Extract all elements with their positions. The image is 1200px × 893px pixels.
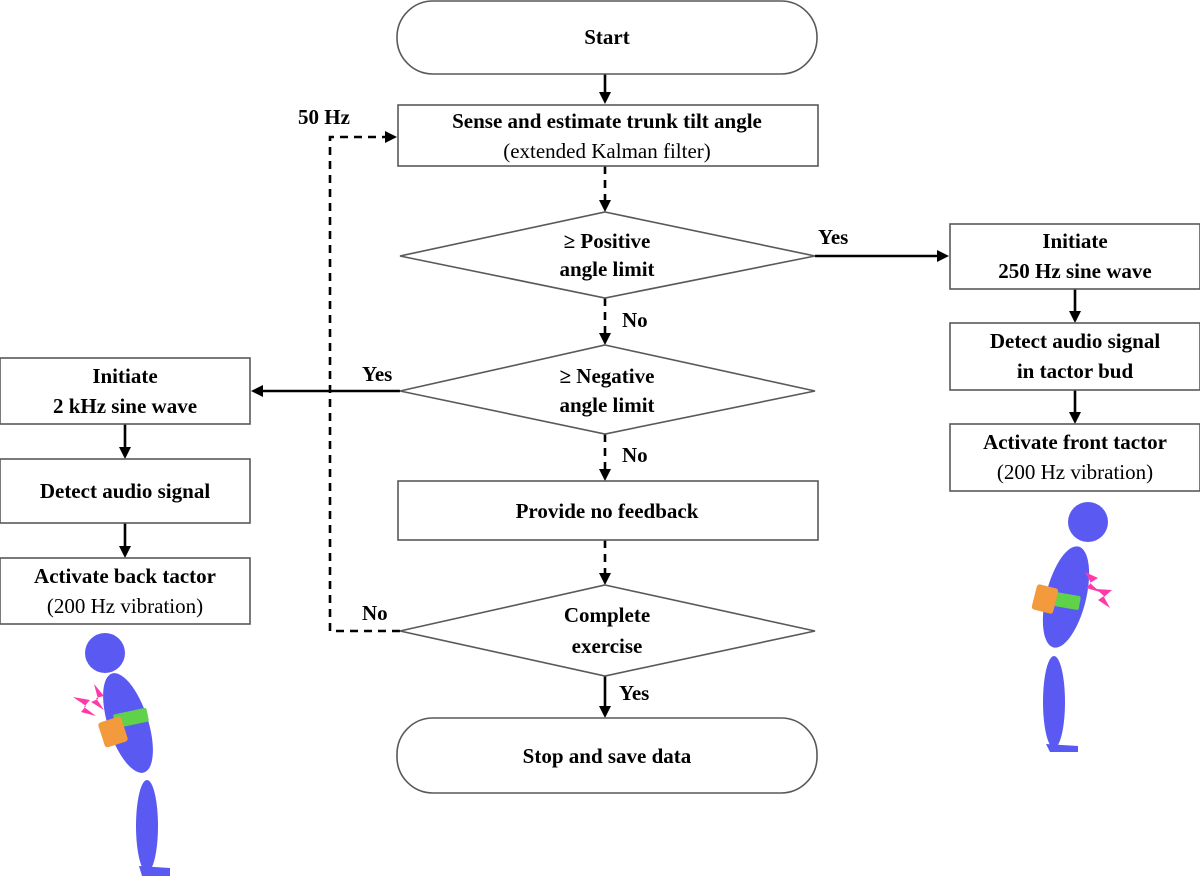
left-initiate-sublabel: 2 kHz sine wave [53,394,197,418]
right-activate-sublabel: (200 Hz vibration) [997,460,1153,484]
zap-icon [1085,572,1112,608]
positive-no-label: No [622,308,648,332]
edge-negative-to-nofeedback [599,434,611,481]
right-detect-sublabel: in tactor bud [1017,359,1134,383]
complete-yes-label: Yes [619,681,649,705]
start-node: Start [396,0,818,75]
right-detect-label: Detect audio signal [990,329,1160,353]
complete-decision: Complete exercise [399,584,816,677]
positive-yes-label: Yes [818,225,848,249]
person-leaning-back-icon [73,633,170,876]
zap-icon [73,684,104,716]
sense-label: Sense and estimate trunk tilt angle [452,109,762,133]
positive-limit-sublabel: angle limit [559,257,654,281]
right-initiate-sublabel: 250 Hz sine wave [998,259,1151,283]
complete-label: Complete [564,603,650,627]
right-activate-label: Activate front tactor [983,430,1167,454]
edge-positive-to-negative [599,298,611,345]
left-initiate-label: Initiate [92,364,157,388]
left-initiate-node: Initiate 2 kHz sine wave [0,357,251,425]
negative-limit-label: ≥ Negative [560,364,655,388]
edge-nofeedback-to-complete [599,540,611,585]
negative-yes-label: Yes [362,362,392,386]
complete-no-label: No [362,601,388,625]
negative-limit-sublabel: angle limit [559,393,654,417]
sense-node: Sense and estimate trunk tilt angle (ext… [397,104,819,167]
edge-start-to-sense [599,74,611,104]
no-feedback-label: Provide no feedback [516,499,699,523]
edge-right-detect-to-activate [1069,390,1081,424]
person-leaning-forward-icon [1031,502,1112,752]
complete-sublabel: exercise [572,634,643,658]
positive-limit-decision: ≥ Positive angle limit [399,211,816,299]
edge-complete-to-stop [599,676,611,718]
no-feedback-node: Provide no feedback [397,480,819,541]
edge-positive-to-right-initiate [815,250,949,262]
edge-loop-back [328,131,400,633]
edge-sense-to-positive [599,166,611,212]
right-activate-node: Activate front tactor (200 Hz vibration) [949,423,1200,492]
left-activate-node: Activate back tactor (200 Hz vibration) [0,557,251,625]
left-activate-sublabel: (200 Hz vibration) [47,594,203,618]
left-activate-label: Activate back tactor [34,564,216,588]
left-detect-label: Detect audio signal [40,479,210,503]
loop-rate-label: 50 Hz [298,105,350,129]
right-initiate-label: Initiate [1042,229,1107,253]
positive-limit-label: ≥ Positive [564,229,651,253]
start-label: Start [584,25,630,49]
negative-no-label: No [622,443,648,467]
right-initiate-node: Initiate 250 Hz sine wave [949,223,1200,290]
edge-right-initiate-to-detect [1069,289,1081,323]
edge-negative-to-left-initiate [251,385,400,397]
edge-left-detect-to-activate [119,523,131,558]
stop-node: Stop and save data [396,717,818,794]
sense-sublabel: (extended Kalman filter) [503,139,711,163]
stop-label: Stop and save data [523,744,692,768]
right-detect-node: Detect audio signal in tactor bud [949,322,1200,391]
edge-left-initiate-to-detect [119,424,131,459]
left-detect-node: Detect audio signal [0,458,251,524]
negative-limit-decision: ≥ Negative angle limit [399,344,816,435]
